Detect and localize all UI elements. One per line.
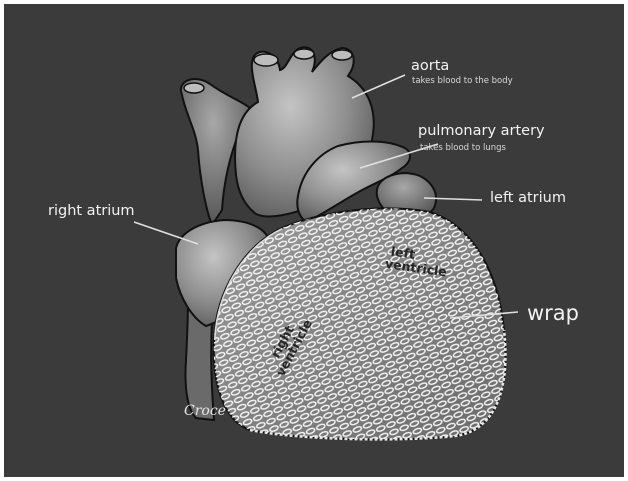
aorta-label: aorta (411, 59, 449, 74)
wrap-label: wrap (527, 303, 579, 324)
pulmonary-artery-description: takes blood to lungs (420, 144, 506, 153)
artist-signature: Croce (184, 404, 226, 418)
left-atrium-label: left atrium (490, 191, 566, 206)
aorta-description: takes blood to the body (412, 77, 513, 86)
pulmonary-artery-label: pulmonary artery (418, 124, 545, 139)
right-atrium-label: right atrium (48, 204, 135, 219)
